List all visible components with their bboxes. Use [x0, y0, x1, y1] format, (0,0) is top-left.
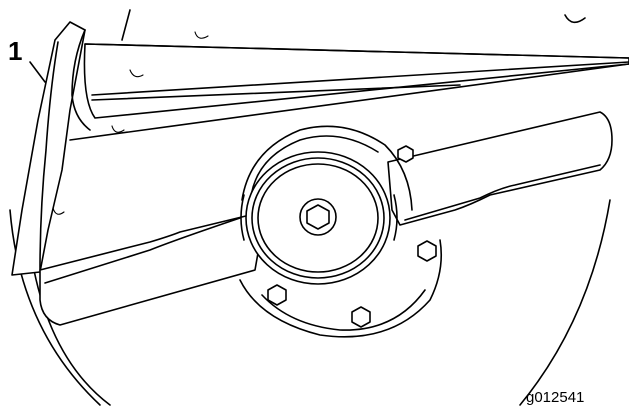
baffle	[69, 43, 629, 141]
center-bolt	[299, 198, 337, 236]
hook-fasteners	[52, 31, 209, 215]
callout-leader-line	[29, 61, 46, 83]
deck-wall	[11, 21, 91, 276]
hex-nuts	[267, 145, 437, 328]
cutting-blade	[39, 111, 613, 326]
callout-number: 1	[8, 36, 23, 66]
deck-housing	[9, 9, 611, 406]
figure-id: g012541	[526, 389, 585, 406]
